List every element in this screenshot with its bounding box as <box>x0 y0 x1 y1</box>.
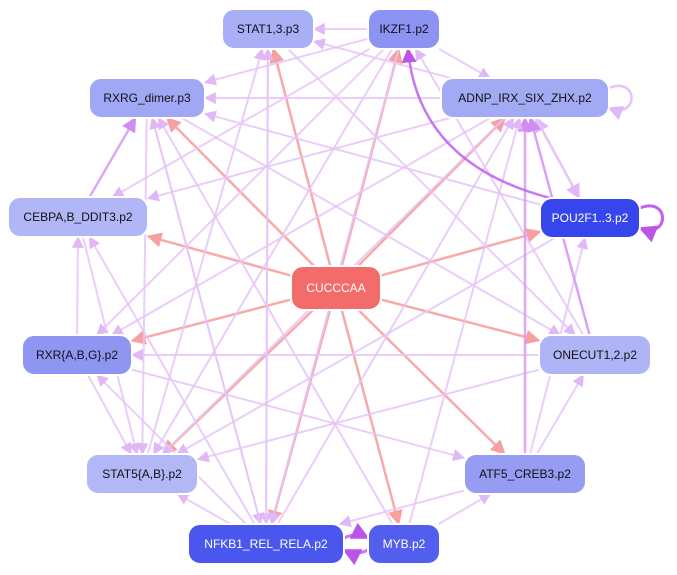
edge-rxrg-to-onecut <box>181 117 562 336</box>
node-box-myb[interactable] <box>367 523 441 565</box>
edge-center-to-rxr <box>130 298 292 345</box>
edge-rxrg-to-stat5 <box>136 117 149 456</box>
edge-myb-to-rxrg <box>157 116 394 525</box>
node-box-stat5[interactable] <box>85 453 199 495</box>
edge-center-to-pou2f1 <box>380 228 542 277</box>
edge-cebpa-to-rxrg <box>88 116 137 198</box>
edge-adnp-to-pou2f1 <box>534 117 581 200</box>
node-rxr[interactable]: RXR{A,B,G}.p2 <box>21 334 133 376</box>
node-box-cebpa[interactable] <box>7 196 149 238</box>
edge-onecut-to-stat5 <box>196 368 540 463</box>
edge-adnp-to-cebpa <box>146 117 451 202</box>
edge-stat13-to-onecut <box>287 48 576 336</box>
node-box-rxr[interactable] <box>21 334 133 376</box>
edge-pou2f1-to-stat5 <box>175 237 556 455</box>
node-box-stat13[interactable] <box>221 8 315 50</box>
edge-rxr-to-cebpa <box>71 235 84 336</box>
edge-rxr-to-atf5 <box>131 368 466 461</box>
edge-nfkb1-to-myb <box>343 522 370 540</box>
node-box-ikzf1[interactable] <box>367 8 441 50</box>
node-cebpa[interactable]: CEBPA,B_DDIT3.p2 <box>7 196 149 238</box>
edge-ikzf1-to-rxrg <box>203 37 369 86</box>
edge-pou2f1-to-rxrg <box>203 110 541 206</box>
edge-nfkb1-to-rxrg <box>149 116 262 525</box>
edge-nfkb1-to-rxr <box>96 374 247 525</box>
node-myb[interactable]: MYB.p2 <box>367 523 441 565</box>
self-loop-adnp <box>607 84 633 120</box>
edge-atf5-to-onecut <box>535 373 585 455</box>
node-box-center[interactable] <box>290 265 382 311</box>
node-stat13[interactable]: STAT1,3.p3 <box>221 8 315 50</box>
node-stat5[interactable]: STAT5{A,B}.p2 <box>85 453 199 495</box>
node-box-onecut[interactable] <box>538 334 652 376</box>
edge-myb-to-adnp <box>408 116 523 525</box>
edge-pou2f1-to-ikzf1 <box>401 47 551 200</box>
edge-center-to-myb <box>340 309 403 526</box>
edge-stat5-to-stat13 <box>146 47 266 455</box>
node-box-pou2f1[interactable] <box>539 197 641 239</box>
edge-nfkb1-to-adnp <box>276 116 515 525</box>
edge-atf5-to-nfkb1 <box>338 489 465 527</box>
edge-adnp-to-rxr <box>110 117 491 336</box>
edge-rxr-to-stat5 <box>87 374 132 456</box>
node-onecut[interactable]: ONECUT1,2.p2 <box>538 334 652 376</box>
edge-nfkb1-to-stat5 <box>176 493 232 525</box>
edge-center-to-atf5 <box>357 309 506 456</box>
edge-nfkb1-to-stat13 <box>261 47 274 525</box>
edge-adnp-to-stat13 <box>312 38 451 79</box>
node-atf5[interactable]: ATF5_CREB3.p2 <box>463 453 587 495</box>
node-nfkb1[interactable]: NFKB1_REL_RELA.p2 <box>187 523 345 565</box>
node-rxrg[interactable]: RXRG_dimer.p3 <box>88 77 206 119</box>
edge-myb-to-nfkb1 <box>342 548 369 566</box>
edge-nfkb1-to-cebpa <box>88 235 256 525</box>
node-box-rxrg[interactable] <box>88 77 206 119</box>
edge-ikzf1-to-adnp <box>438 48 491 79</box>
node-center[interactable]: CUCCCAA <box>290 265 382 311</box>
node-ikzf1[interactable]: IKZF1.p2 <box>367 8 441 50</box>
node-adnp[interactable]: ADNP_IRX_SIX_ZHX.p2 <box>440 77 610 119</box>
node-box-adnp[interactable] <box>440 77 610 119</box>
edge-center-to-onecut <box>380 298 541 345</box>
node-box-nfkb1[interactable] <box>187 523 345 565</box>
edge-myb-to-atf5 <box>438 493 492 525</box>
node-box-atf5[interactable] <box>463 453 587 495</box>
self-loop-pou2f1 <box>638 204 664 243</box>
node-pou2f1[interactable]: POU2F1..3.p2 <box>539 197 641 239</box>
